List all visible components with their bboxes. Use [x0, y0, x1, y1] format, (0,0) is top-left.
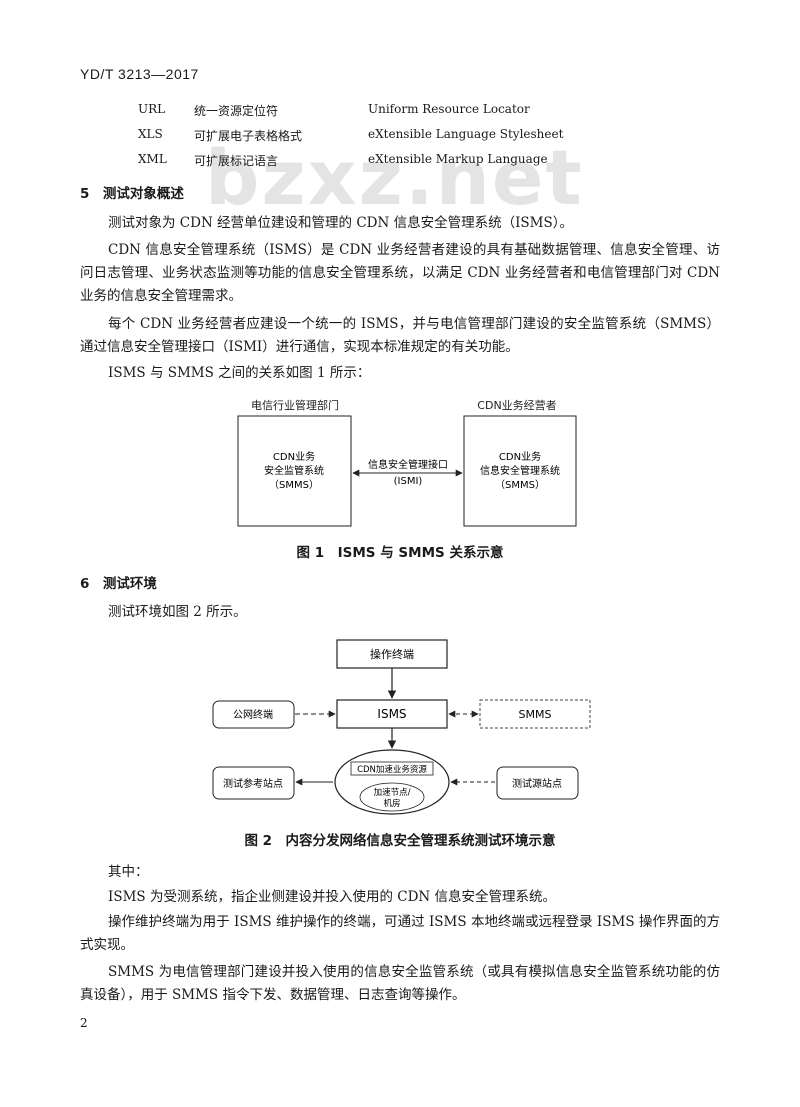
figure-1-diagram: 电信行业管理部门 CDN业务经营者 CDN业务 安全监管系统 （SMMS） CD… — [237, 398, 577, 527]
fig1-left-title: 电信行业管理部门 — [251, 398, 339, 412]
fig2-source-site-box — [496, 766, 579, 800]
note-paragraph: 其中： — [108, 864, 149, 880]
fig2-cdn-resource-label: CDN加速业务资源 — [357, 764, 427, 775]
fig1-right-line: （SMMS） — [495, 479, 545, 491]
standard-number: YD/T 3213—2017 — [80, 66, 199, 82]
fig2-isms-label: ISMS — [377, 707, 406, 721]
note-paragraph: ISMS 为受测系统，指企业侧建设并投入使用的 CDN 信息安全管理系统。 — [108, 889, 556, 905]
section-5-paragraph: 每个 CDN 业务经营者应建设一个统一的 ISMS，并与电信管理部门建设的安全监… — [80, 316, 720, 355]
fig2-public-terminal-label: 公网终端 — [233, 708, 273, 721]
abbr-english: eXtensible Language Stylesheet — [368, 127, 564, 141]
fig2-isms-box — [336, 699, 448, 729]
fig2-node-label: 加速节点/ — [374, 787, 411, 798]
fig1-link-label: (ISMI) — [394, 476, 423, 487]
fig1-link-label: 信息安全管理接口 — [368, 458, 448, 471]
fig2-node-ellipse — [359, 782, 425, 812]
fig1-left-line: （SMMS） — [269, 479, 319, 491]
fig2-operator-label: 操作终端 — [370, 647, 414, 661]
abbr-english: Uniform Resource Locator — [368, 102, 530, 116]
note-paragraph: SMMS 为电信管理部门建设并投入使用的信息安全监管系统（或具有模拟信息安全监管… — [80, 964, 720, 1003]
fig2-cdn-resource-box — [350, 761, 434, 776]
fig1-right-title: CDN业务经营者 — [477, 398, 556, 412]
fig2-public-terminal-box — [212, 700, 295, 729]
fig2-reference-site-label: 测试参考站点 — [223, 777, 283, 790]
fig1-right-line: CDN业务 — [499, 450, 541, 463]
abbr-chinese: 统一资源定位符 — [194, 104, 279, 118]
fig1-left-line: 安全监管系统 — [264, 464, 324, 477]
abbr-english: eXtensible Markup Language — [368, 152, 548, 166]
abbr-term: XLS — [138, 127, 163, 141]
fig2-operator-box — [336, 639, 448, 669]
abbr-chinese: 可扩展电子表格格式 — [194, 129, 303, 143]
fig2-reference-site-box — [212, 766, 295, 800]
abbr-term: URL — [138, 102, 166, 116]
section-6-intro: 测试环境如图 2 所示。 — [108, 604, 247, 620]
note-paragraph: 操作维护终端为用于 ISMS 维护操作的终端，可通过 ISMS 本地终端或远程登… — [80, 914, 720, 953]
section-5-paragraph: ISMS 与 SMMS 之间的关系如图 1 所示： — [108, 365, 371, 381]
watermark: bzxz.net — [205, 133, 584, 222]
figure-2-caption: 图 2 内容分发网络信息安全管理系统测试环境示意 — [244, 833, 556, 849]
fig1-smms-box — [237, 415, 352, 527]
figure-1-caption: 图 1 ISMS 与 SMMS 关系示意 — [296, 545, 504, 561]
section-6-title: 6 测试环境 — [80, 576, 157, 592]
page-number: 2 — [80, 1016, 88, 1030]
section-5-paragraph: CDN 信息安全管理系统（ISMS）是 CDN 业务经营者建设的具有基础数据管理… — [80, 242, 720, 304]
fig1-right-line: 信息安全管理系统 — [480, 464, 560, 477]
fig1-isms-box — [463, 415, 577, 527]
abbr-term: XML — [138, 152, 167, 166]
fig2-source-site-label: 测试源站点 — [512, 777, 562, 790]
fig1-left-line: CDN业务 — [273, 450, 315, 463]
section-5-paragraph: 测试对象为 CDN 经营单位建设和管理的 CDN 信息安全管理系统（ISMS）。 — [108, 215, 573, 231]
section-5-title: 5 测试对象概述 — [80, 186, 184, 202]
fig2-smms-box — [479, 699, 591, 729]
fig2-smms-label: SMMS — [519, 708, 552, 721]
fig2-node-label: 机房 — [383, 798, 400, 809]
figure-2-diagram: 操作终端 ISMS 公网终端 SMMS CDN加速业务资源 加速节点/ 机房 测… — [212, 639, 591, 815]
abbr-chinese: 可扩展标记语言 — [194, 154, 279, 168]
